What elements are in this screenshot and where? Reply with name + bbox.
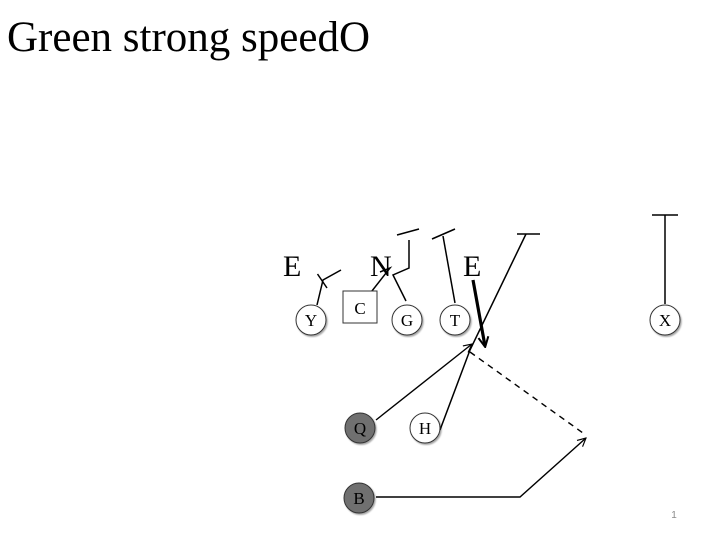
player-c-label: C [354, 299, 365, 318]
player-c: C [342, 290, 378, 324]
defender-n: N [370, 250, 392, 283]
block-route-x [652, 214, 678, 304]
player-q-label: Q [354, 419, 366, 438]
block-route-y [316, 269, 342, 306]
defender-e-right: E [463, 250, 481, 283]
player-x-label: X [659, 311, 671, 330]
defender-rush-arrow [471, 279, 485, 346]
player-t-label: T [450, 311, 461, 330]
player-g-label: G [401, 311, 413, 330]
page-number: 1 [671, 510, 677, 521]
player-h-label: H [419, 419, 431, 438]
player-g: G [391, 304, 423, 336]
player-x: X [649, 304, 681, 336]
block-route-g [391, 228, 420, 302]
defender-e-left: E [283, 250, 301, 283]
player-b-label: B [353, 489, 364, 508]
player-h: H [409, 412, 441, 444]
player-y: Y [295, 304, 327, 336]
b-path-arrow [376, 438, 586, 498]
player-b: B [343, 482, 375, 514]
player-t: T [439, 304, 471, 336]
qb-path-arrow [375, 344, 472, 421]
player-y-label: Y [305, 311, 317, 330]
pitch-dashed-line [469, 351, 584, 434]
block-route-c [367, 266, 393, 297]
slide-title: Green strong speedO [7, 14, 371, 61]
block-route-t [431, 228, 456, 304]
player-q: Q [344, 412, 376, 444]
